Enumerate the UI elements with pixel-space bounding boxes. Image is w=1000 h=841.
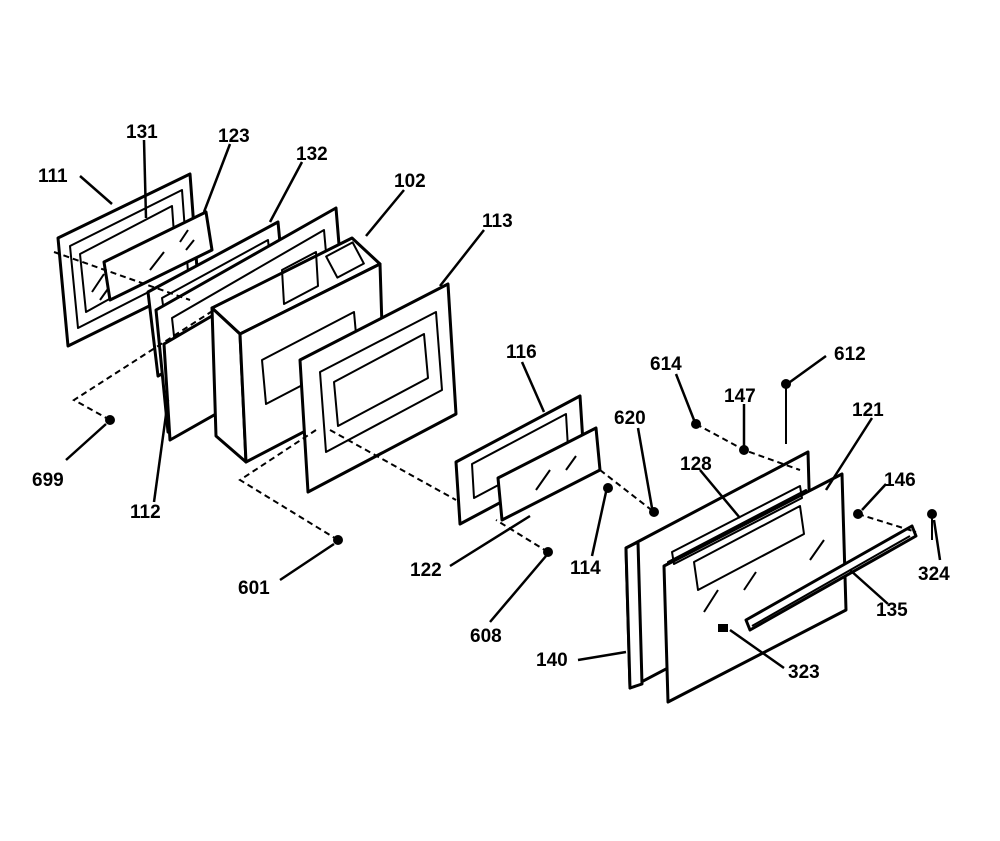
callout-114: 114 [570, 558, 601, 579]
callout-699: 699 [32, 470, 64, 491]
leader-lines [65, 139, 942, 670]
callout-111: 111 [38, 166, 68, 187]
callout-140: 140 [536, 650, 568, 671]
callout-146: 146 [884, 470, 916, 491]
callout-121: 121 [852, 400, 884, 421]
callout-147: 147 [724, 386, 756, 407]
part-128-vent-strip [671, 485, 803, 565]
callout-128: 128 [680, 454, 712, 475]
callout-614: 614 [650, 354, 682, 375]
callout-601: 601 [238, 578, 270, 599]
callout-324: 324 [918, 564, 950, 585]
callout-135: 135 [876, 600, 908, 621]
callout-123: 123 [218, 126, 250, 147]
part-113-inner-panel [298, 282, 458, 494]
callout-labels: 111 131 123 132 102 113 699 112 601 116 … [32, 122, 950, 683]
callout-620: 620 [614, 408, 646, 429]
part-121-outer-glass [662, 472, 848, 704]
callout-323: 323 [788, 662, 820, 683]
callout-112: 112 [130, 502, 161, 523]
clip-323 [718, 624, 728, 632]
callout-131: 131 [126, 122, 158, 143]
callout-608: 608 [470, 626, 502, 647]
clip-114 [603, 483, 613, 493]
callout-102: 102 [394, 171, 426, 192]
callout-132: 132 [296, 144, 328, 165]
part-123-glass-pane [102, 210, 214, 302]
callout-116: 116 [506, 342, 537, 363]
callout-113: 113 [482, 211, 513, 232]
part-135-door-handle [744, 524, 918, 632]
callout-612: 612 [834, 344, 866, 365]
assembly-dashed-lines [53, 251, 917, 553]
callout-122: 122 [410, 560, 442, 581]
